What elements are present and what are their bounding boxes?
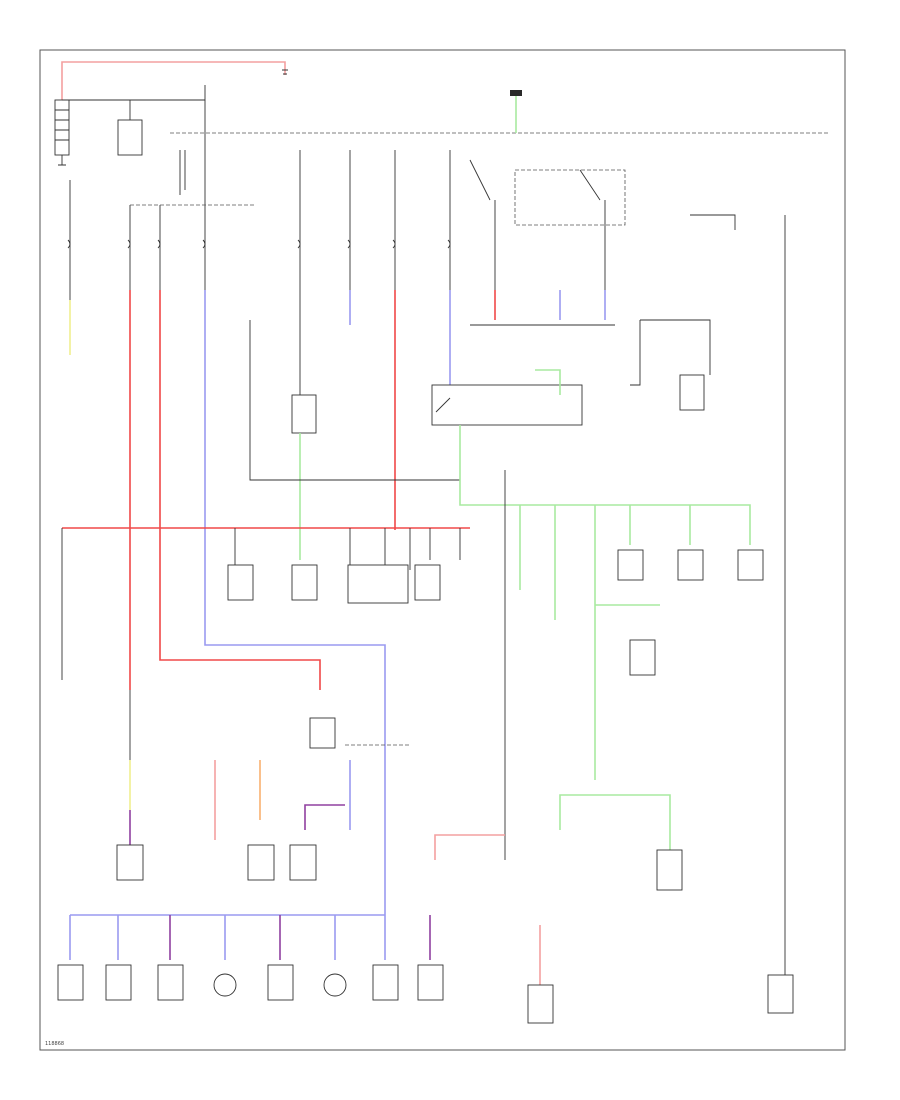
ground-symbol-top <box>282 69 288 75</box>
battery-cells <box>55 109 69 141</box>
diagram-border <box>39 49 846 1051</box>
green-drops-4 <box>629 505 691 545</box>
headlamp-box-right <box>677 549 704 581</box>
module-switch <box>435 397 451 413</box>
module-green-input <box>535 369 561 395</box>
purple-wire-relay <box>304 804 345 830</box>
relay-box-outline <box>514 169 626 226</box>
daytime-running-module <box>431 384 583 426</box>
lower-right-box <box>656 849 683 891</box>
bottom-box-5 <box>372 964 399 1001</box>
horn-relay-coil <box>630 320 641 386</box>
diagram-code: 118868 <box>45 1041 64 1047</box>
ignition-switch-connector <box>510 90 522 96</box>
security-box-right <box>737 549 764 581</box>
lower-box-3 <box>289 844 317 881</box>
bottom-center-box <box>527 984 554 1024</box>
starter-motor-box <box>117 119 143 156</box>
bottom-lamp-2 <box>323 973 347 997</box>
horn-feed <box>640 319 711 375</box>
bottom-lamp-1 <box>213 973 237 997</box>
wiper-motor-box <box>629 639 656 676</box>
relay-output-leads <box>494 200 606 300</box>
green-wire-lower-right <box>559 794 671 850</box>
bottom-box-4 <box>267 964 294 1001</box>
main-feed-wire <box>70 85 206 101</box>
bottom-right-box <box>767 974 794 1014</box>
fuse-symbols-left <box>67 239 451 249</box>
engine-control-box <box>414 564 441 601</box>
lower-box-2 <box>247 844 275 881</box>
battery-ground <box>58 155 66 166</box>
bottom-box-1 <box>57 964 84 1001</box>
green-bus-ignition <box>459 425 751 545</box>
battery-symbol <box>54 99 70 156</box>
battery-positive-lead <box>61 61 286 100</box>
blue-bottom-drops <box>69 915 431 960</box>
horn-box <box>679 374 705 411</box>
bottom-box-3 <box>157 964 184 1001</box>
power-outlet-box <box>291 564 318 601</box>
drops-b <box>349 528 461 570</box>
heated-seat-box-right <box>617 549 644 581</box>
fuse-panel-box <box>347 564 409 604</box>
fusible-link-leads <box>179 150 186 195</box>
lower-box-1 <box>116 844 144 881</box>
bottom-box-2 <box>105 964 132 1001</box>
bottom-box-6 <box>417 964 444 1001</box>
seat-heater-box <box>227 564 254 601</box>
relay-control-loop <box>249 320 460 481</box>
red-wire-column-3 <box>159 290 321 690</box>
battery-to-starter-lead <box>62 99 131 120</box>
blue-wire-column-4 <box>204 290 386 915</box>
relay-switches <box>469 159 601 201</box>
power-window-relay <box>291 394 317 434</box>
pink-wire-bottom-center <box>434 834 505 860</box>
lower-relay-box <box>309 717 336 749</box>
horn-relay-lead <box>690 214 736 230</box>
